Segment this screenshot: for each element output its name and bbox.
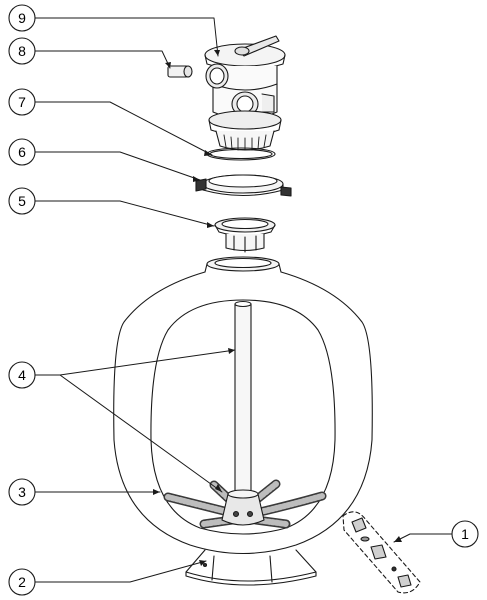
callout-7: 7 [8,88,36,116]
clamp-ring [195,174,292,197]
tank-base [185,549,317,586]
laterals [163,479,327,529]
lateral-kit [342,511,421,594]
callout-label: 5 [18,193,26,209]
callout-label: 7 [18,94,26,110]
callout-4: 4 [8,361,36,389]
callout-1: 1 [451,520,479,548]
filter-tank [113,256,373,554]
arrowheads [153,50,402,566]
callout-label: 3 [18,484,26,500]
callout-3: 3 [8,478,36,506]
callout-2: 2 [8,568,36,596]
callout-label: 6 [18,144,26,160]
callout-8: 8 [8,37,36,65]
callout-label: 8 [18,43,26,59]
pressure-gauge-port [167,65,193,78]
tank-neck-adapter [214,217,276,253]
callout-label: 1 [461,526,469,542]
o-ring [206,147,276,161]
callout-9: 9 [8,4,36,32]
multiport-valve [204,35,286,151]
callout-label: 2 [18,574,26,590]
callout-label: 9 [18,10,26,26]
standpipe [234,300,252,493]
callout-6: 6 [8,138,36,166]
leader-lines [33,17,454,583]
callout-label: 4 [18,367,26,383]
callout-5: 5 [8,187,36,215]
